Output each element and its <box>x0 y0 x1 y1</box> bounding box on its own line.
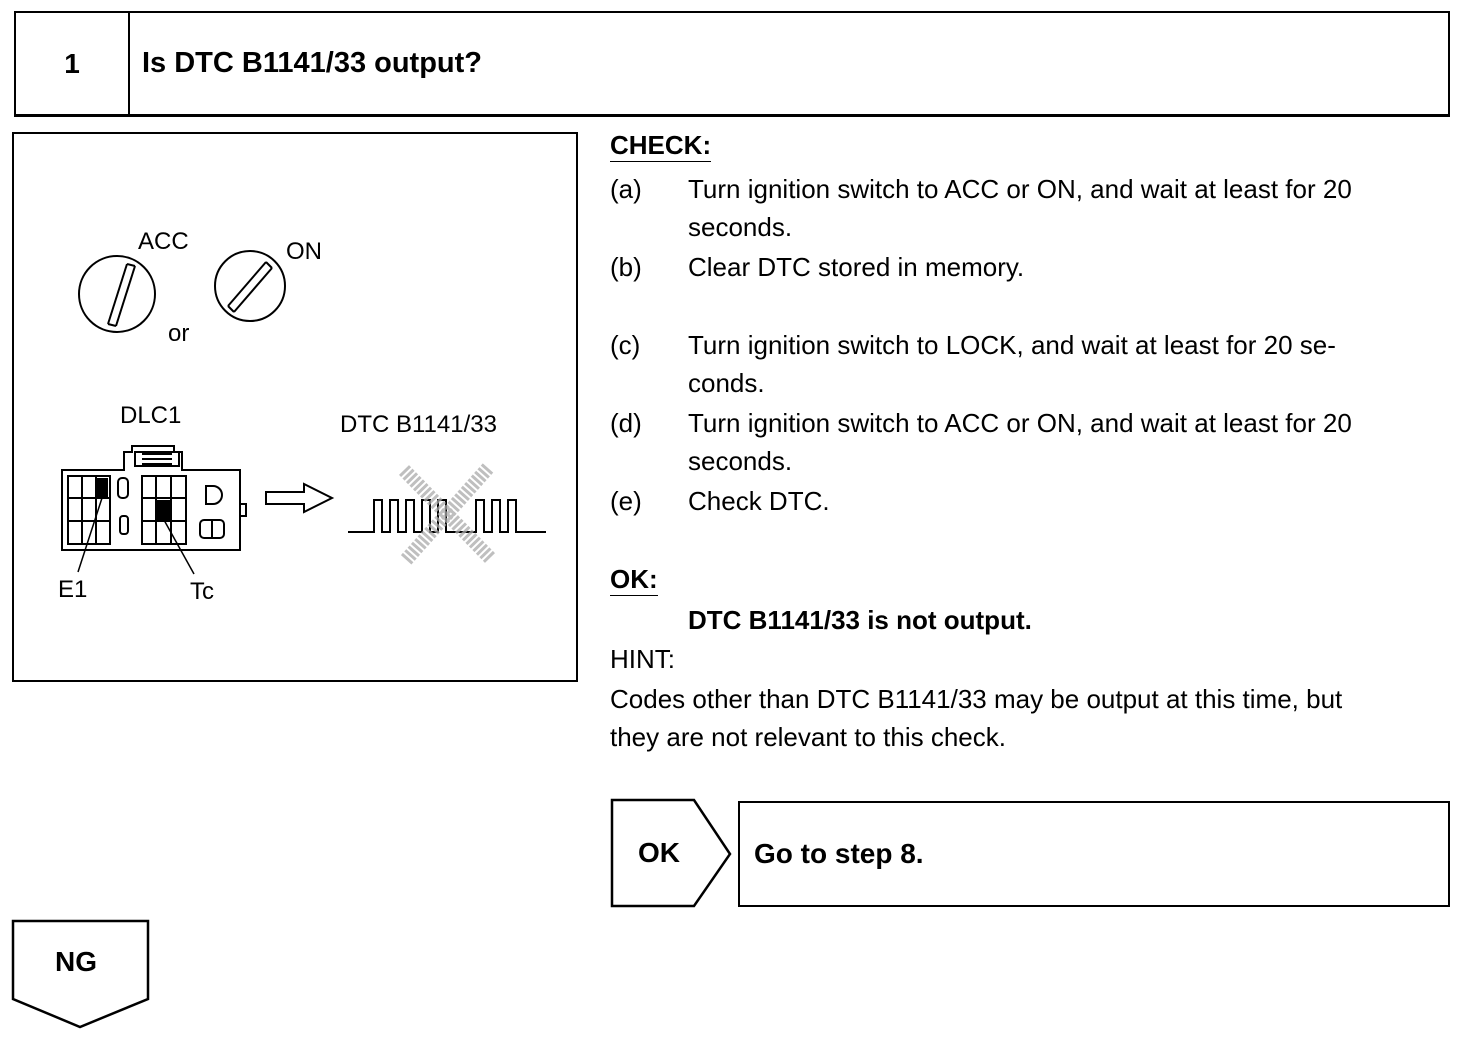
tc-leader-line <box>163 519 195 575</box>
e1-terminal-highlight <box>96 478 108 498</box>
acc-label: ACC <box>138 228 189 255</box>
step-d-letter: (d) <box>610 408 642 438</box>
step-c-letter: (c) <box>610 330 641 360</box>
e1-label: E1 <box>58 576 88 603</box>
ok-result-box: Go to step 8. <box>738 801 1450 907</box>
ok-heading: OK: <box>610 564 658 596</box>
step-number: 1 <box>16 13 130 114</box>
step-b-letter: (b) <box>610 252 642 282</box>
step-a-letter: (a) <box>610 174 642 204</box>
ok-result-label: OK <box>638 837 680 868</box>
step-question: Is DTC B1141/33 output? <box>142 47 483 79</box>
on-label: ON <box>286 238 322 265</box>
step-header: 1 Is DTC B1141/33 output? <box>14 11 1450 117</box>
ignition-key-on-icon <box>214 250 286 322</box>
or-label: or <box>168 320 190 347</box>
dlc1-connector-icon <box>61 445 247 551</box>
step-d-line-1: Turn ignition switch to ACC or ON, and w… <box>688 408 1352 438</box>
illustration-drawing <box>61 250 546 575</box>
illustration-panel: ACC ON or DLC1 DTC B1141/33 E1 Tc <box>12 132 578 682</box>
dtc-waveform-label: DTC B1141/33 <box>340 411 497 438</box>
step-a-line-2: seconds. <box>688 212 793 242</box>
arrow-right-icon <box>265 482 335 514</box>
ignition-key-acc-icon <box>78 255 156 333</box>
step-e-letter: (e) <box>610 486 642 516</box>
hint-line-1: Codes other than DTC B1141/33 may be out… <box>610 684 1343 714</box>
ok-result-action: Go to step 8. <box>754 838 924 869</box>
dtc-waveform-icon <box>348 499 546 533</box>
step-e-line-1: Check DTC. <box>688 486 830 516</box>
dlc1-label: DLC1 <box>120 402 182 429</box>
step-b-line-1: Clear DTC stored in memory. <box>688 252 1025 282</box>
tc-label: Tc <box>190 578 214 605</box>
step-a-line-1: Turn ignition switch to ACC or ON, and w… <box>688 174 1352 204</box>
hint-line-2: they are not relevant to this check. <box>610 722 1006 752</box>
ng-result-label: NG <box>55 946 97 977</box>
step-d-line-2: seconds. <box>688 446 793 476</box>
tc-terminal-highlight <box>157 500 170 520</box>
check-heading: CHECK: <box>610 130 712 162</box>
ok-condition: DTC B1141/33 is not output. <box>688 605 1032 635</box>
cross-out-icon <box>398 463 496 565</box>
step-c-line-2: conds. <box>688 368 765 398</box>
hint-label: HINT: <box>610 644 675 674</box>
e1-leader-line <box>77 497 103 573</box>
step-c-line-1: Turn ignition switch to LOCK, and wait a… <box>688 330 1336 360</box>
